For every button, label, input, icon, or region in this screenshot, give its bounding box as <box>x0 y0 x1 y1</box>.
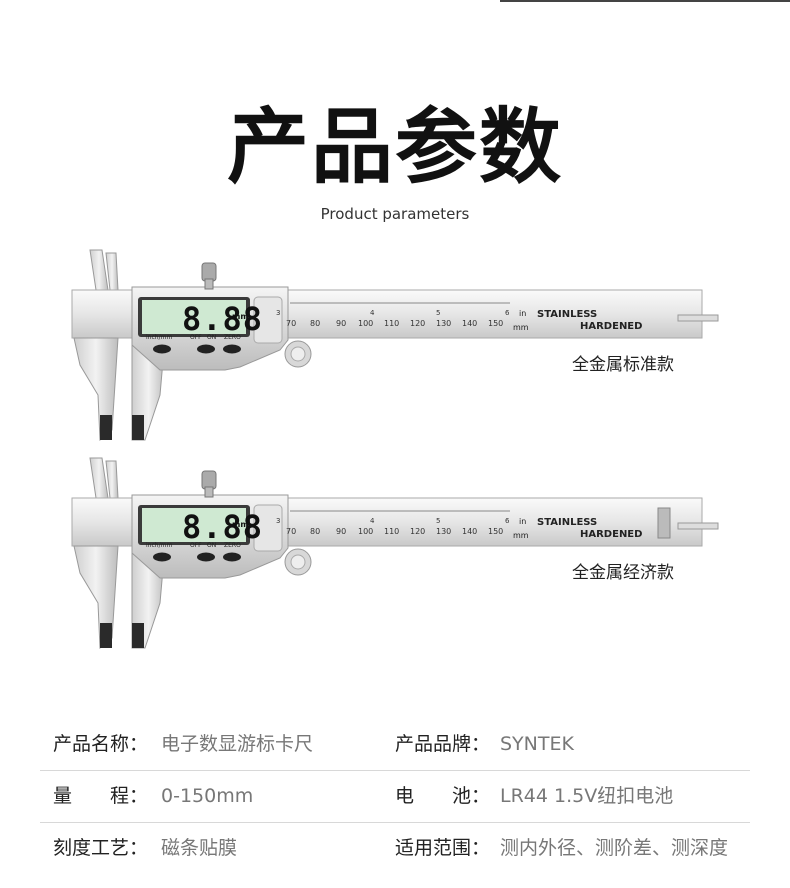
mm-tick-label: 120 <box>410 319 426 328</box>
mm-tick-label: 110 <box>384 319 400 328</box>
spec-value-battery: LR44 1.5V纽扣电池 <box>500 785 674 807</box>
variant-label-standard: 全金属标准款 <box>572 355 674 375</box>
mm-tick-label: 80 <box>310 319 321 328</box>
top-divider <box>500 0 790 2</box>
in-tick-label: 3 <box>276 309 281 317</box>
mm-scale-ticks: 70 80 90 100 110 120 130 140 150 <box>286 319 506 329</box>
in-tick-label: 6 <box>505 309 510 317</box>
spec-value-brand: SYNTEK <box>500 733 574 755</box>
spec-key-product-name: 产品名称： <box>53 733 149 755</box>
mm-tick-label: 120 <box>410 527 426 536</box>
spec-key-battery: 电 池： <box>395 785 491 807</box>
spec-table: 产品名称： 电子数显游标卡尺 产品品牌： SYNTEK 量 程： 0-150mm… <box>40 718 750 874</box>
in-tick-label: 5 <box>436 309 441 317</box>
mm-tick-label: 140 <box>462 527 478 536</box>
brand-line-2: HARDENED <box>580 529 643 540</box>
caliper-economy <box>60 453 730 653</box>
scale-mm-label: mm <box>513 531 529 540</box>
spec-value-product-name: 电子数显游标卡尺 <box>161 733 314 755</box>
zero-button-label: ZERO <box>224 542 241 549</box>
mm-tick-label: 80 <box>310 527 321 536</box>
mm-tick-label: 140 <box>462 319 478 328</box>
in-tick-label: 5 <box>436 517 441 525</box>
mm-tick-label: 100 <box>358 527 374 536</box>
spec-key-usage: 适用范围： <box>395 837 491 859</box>
mm-tick-label: 70 <box>286 319 297 328</box>
scale-mm-label: mm <box>513 323 529 332</box>
scale-in-label: in <box>519 309 527 318</box>
lcd-unit: mm <box>232 312 249 321</box>
in-scale-ticks: 3 4 5 6 <box>276 517 516 527</box>
in-tick-label: 3 <box>276 517 281 525</box>
brand-line-2: HARDENED <box>580 321 643 332</box>
brand-line-1: STAINLESS <box>537 517 598 528</box>
mm-tick-label: 130 <box>436 319 452 328</box>
page-title: 产品参数 <box>226 100 563 195</box>
in-scale-ticks: 3 4 5 6 <box>276 309 516 319</box>
mm-tick-label: 100 <box>358 319 374 328</box>
in-tick-label: 4 <box>370 309 375 317</box>
on-button-label: ON <box>207 542 217 549</box>
mm-tick-label: 90 <box>336 319 347 328</box>
caliper-economy-illustration <box>71 457 719 650</box>
brand-line-1: STAINLESS <box>537 309 598 320</box>
off-button-label: OFF <box>190 334 202 341</box>
lcd-reading: 8.88 <box>182 508 264 546</box>
spec-key-range: 量 程： <box>53 785 149 807</box>
caliper-standard <box>60 245 730 445</box>
off-button-label: OFF <box>190 542 202 549</box>
spec-value-range: 0-150mm <box>161 785 254 807</box>
mm-tick-label: 70 <box>286 527 297 536</box>
spec-row: 量 程： 0-150mm 电 池： LR44 1.5V纽扣电池 <box>40 770 750 823</box>
mm-tick-label: 150 <box>488 319 504 328</box>
caliper-standard-illustration <box>71 249 719 442</box>
scale-in-label: in <box>519 517 527 526</box>
spec-key-process: 刻度工艺： <box>53 837 149 859</box>
zero-button-label: ZERO <box>224 334 241 341</box>
mm-scale-ticks: 70 80 90 100 110 120 130 140 150 <box>286 527 506 537</box>
page-subtitle: Product parameters <box>320 205 470 223</box>
spec-value-usage: 测内外径、测阶差、测深度 <box>500 837 729 859</box>
in-tick-label: 6 <box>505 517 510 525</box>
lcd-unit: mm <box>232 520 249 529</box>
inch-mm-button-label: inch/mm <box>146 542 173 549</box>
on-button-label: ON <box>207 334 217 341</box>
mm-tick-label: 130 <box>436 527 452 536</box>
mm-tick-label: 90 <box>336 527 347 536</box>
variant-label-economy: 全金属经济款 <box>572 563 674 583</box>
spec-row: 产品名称： 电子数显游标卡尺 产品品牌： SYNTEK <box>40 718 750 771</box>
spec-key-brand: 产品品牌： <box>395 733 491 755</box>
spec-value-process: 磁条贴膜 <box>161 837 238 859</box>
mm-tick-label: 110 <box>384 527 400 536</box>
lcd-reading: 8.88 <box>182 300 264 338</box>
in-tick-label: 4 <box>370 517 375 525</box>
spec-row: 刻度工艺： 磁条贴膜 适用范围： 测内外径、测阶差、测深度 <box>40 822 750 874</box>
inch-mm-button-label: inch/mm <box>146 334 173 341</box>
mm-tick-label: 150 <box>488 527 504 536</box>
